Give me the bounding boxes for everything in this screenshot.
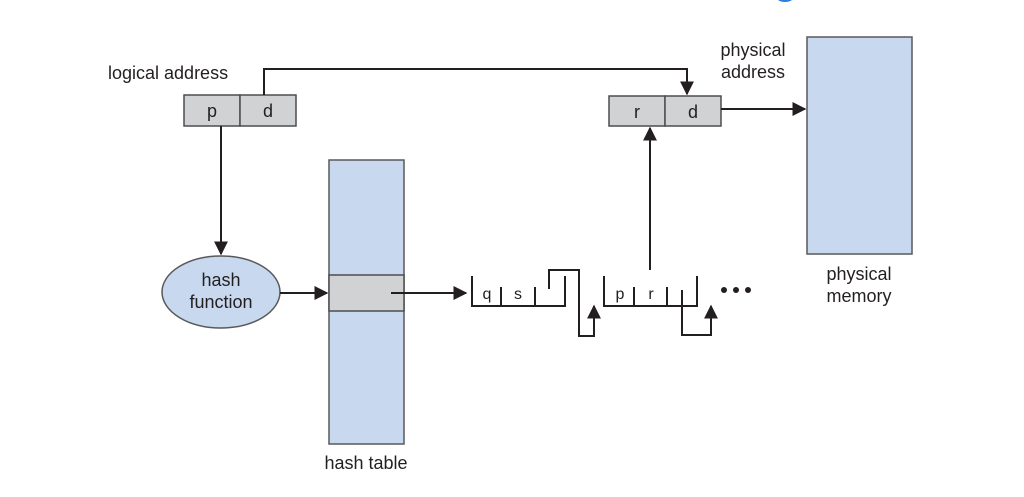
logical-p-text: p [207, 101, 217, 121]
hash-table-label: hash table [324, 453, 407, 473]
cropped-top-mark [778, 0, 792, 2]
chain-element-2-next-pointer [681, 290, 718, 336]
logical-address-register: p d [183, 94, 297, 127]
logical-address-label: logical address [108, 63, 228, 83]
physical-address-register: r d [608, 95, 722, 127]
chain-element-1-next-pointer [548, 269, 601, 337]
logical-d-text: d [263, 101, 273, 121]
chain-element-1-field-q: q [483, 286, 492, 303]
logical-p-cell [183, 94, 241, 127]
physical-memory-block [806, 36, 913, 255]
chain-element-2-field-r: r [648, 286, 654, 303]
physical-address-label-2: address [721, 62, 785, 82]
chain-element-2-outline [603, 276, 698, 307]
physical-memory-label-1: physical [826, 264, 891, 284]
ellipsis-dot [721, 287, 727, 293]
chain-element-2: p r [603, 276, 718, 336]
hash-function-label-1: hash [201, 270, 240, 290]
chain-element-1-outline [471, 276, 566, 307]
ellipsis-dot [745, 287, 751, 293]
chain-element-2-field-p: p [616, 286, 625, 303]
ellipsis-dot [733, 287, 739, 293]
logical-d-cell [239, 94, 297, 127]
chain-element-1: q s [471, 269, 601, 337]
physical-r-text: r [634, 102, 640, 122]
physical-memory-label-2: memory [826, 286, 891, 306]
physical-d-text: d [688, 102, 698, 122]
physical-d-cell [664, 95, 722, 127]
offset-arrow [263, 68, 694, 96]
hash-function-label-2: function [189, 292, 252, 312]
chain-continuation-ellipsis [721, 287, 751, 293]
chain-element-1-field-s: s [514, 286, 522, 303]
physical-r-cell [608, 95, 666, 127]
physical-address-label-1: physical [720, 40, 785, 60]
